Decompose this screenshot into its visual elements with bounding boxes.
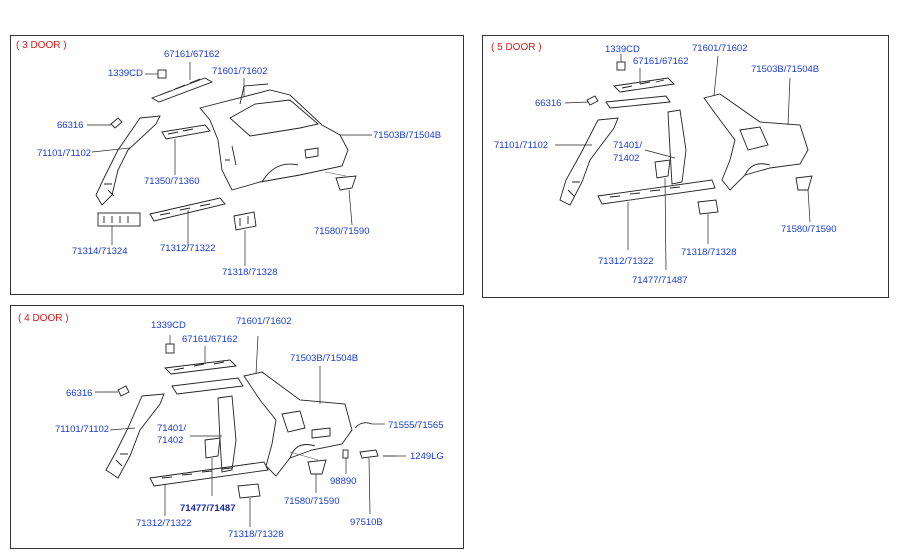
label-5door-67161-67162: 67161/67162 <box>633 56 689 67</box>
four-door-art <box>95 335 406 527</box>
label-3door-71101-71102: 71101/71102 <box>37 148 92 159</box>
three-door-art <box>87 62 372 266</box>
label-5door-66316: 66316 <box>535 98 562 109</box>
label-4door-67161-67162: 67161/67162 <box>182 334 238 345</box>
label-3door-71580-71590: 71580/71590 <box>314 226 370 237</box>
label-3door-67161-67162: 67161/67162 <box>164 49 220 60</box>
label-3door-1339cd: 1339CD <box>108 68 143 79</box>
label-3door-71601-71602: 71601/71602 <box>212 66 268 77</box>
label-3door-71318-71328: 71318/71328 <box>222 267 278 278</box>
panel-title-5-door: ( 5 DOOR ) <box>491 42 542 53</box>
label-3door-71314-71324: 71314/71324 <box>72 246 128 257</box>
label-4door-71555-71565: 71555/71565 <box>388 420 444 431</box>
label-4door-98890: 98890 <box>330 476 357 487</box>
label-4door-71580-71590: 71580/71590 <box>284 496 340 507</box>
label-4door-71477-71487: 71477/71487 <box>180 503 236 514</box>
label-5door-71401: 71401/ <box>613 140 643 151</box>
panel-5-door <box>482 35 889 298</box>
label-4door-71503b-71504b: 71503B/71504B <box>290 353 359 364</box>
label-4door-66316: 66316 <box>66 388 93 399</box>
label-4door-71402: 71402 <box>157 435 184 446</box>
label-4door-71601-71602: 71601/71602 <box>236 316 292 327</box>
five-door-art <box>555 54 813 271</box>
label-3door-71350-71360: 71350/71360 <box>144 176 200 187</box>
label-4door-1339cd: 1339CD <box>151 320 186 331</box>
label-4door-71101-71102: 71101/71102 <box>55 424 110 435</box>
label-5door-71580-71590: 71580/71590 <box>781 224 837 235</box>
panel-title-4-door: ( 4 DOOR ) <box>18 313 69 324</box>
label-5door-71318-71328: 71318/71328 <box>681 247 737 258</box>
label-5door-71601-71602: 71601/71602 <box>692 43 748 54</box>
label-3door-66316: 66316 <box>57 120 84 131</box>
label-5door-71312-71322: 71312/71322 <box>598 256 654 267</box>
label-3door-71312-71322: 71312/71322 <box>160 243 216 254</box>
panel-title-3-door: ( 3 DOOR ) <box>16 40 67 51</box>
label-3door-71503b-71504b: 71503B/71504B <box>373 130 442 141</box>
panel-3-door <box>10 35 464 295</box>
label-4door-1249lg: 1249LG <box>410 451 444 462</box>
label-5door-71402: 71402 <box>613 153 640 164</box>
label-4door-71401: 71401/ <box>157 423 187 434</box>
label-5door-71101-71102: 71101/71102 <box>494 140 549 151</box>
label-5door-71503b-71504b: 71503B/71504B <box>751 64 820 75</box>
label-5door-1339cd: 1339CD <box>605 44 640 55</box>
label-4door-71312-71322: 71312/71322 <box>136 518 192 529</box>
label-5door-71477-71487: 71477/71487 <box>632 275 688 286</box>
label-4door-97510b: 97510B <box>350 517 383 528</box>
panel-4-door <box>10 305 464 549</box>
label-4door-71318-71328: 71318/71328 <box>228 529 284 540</box>
